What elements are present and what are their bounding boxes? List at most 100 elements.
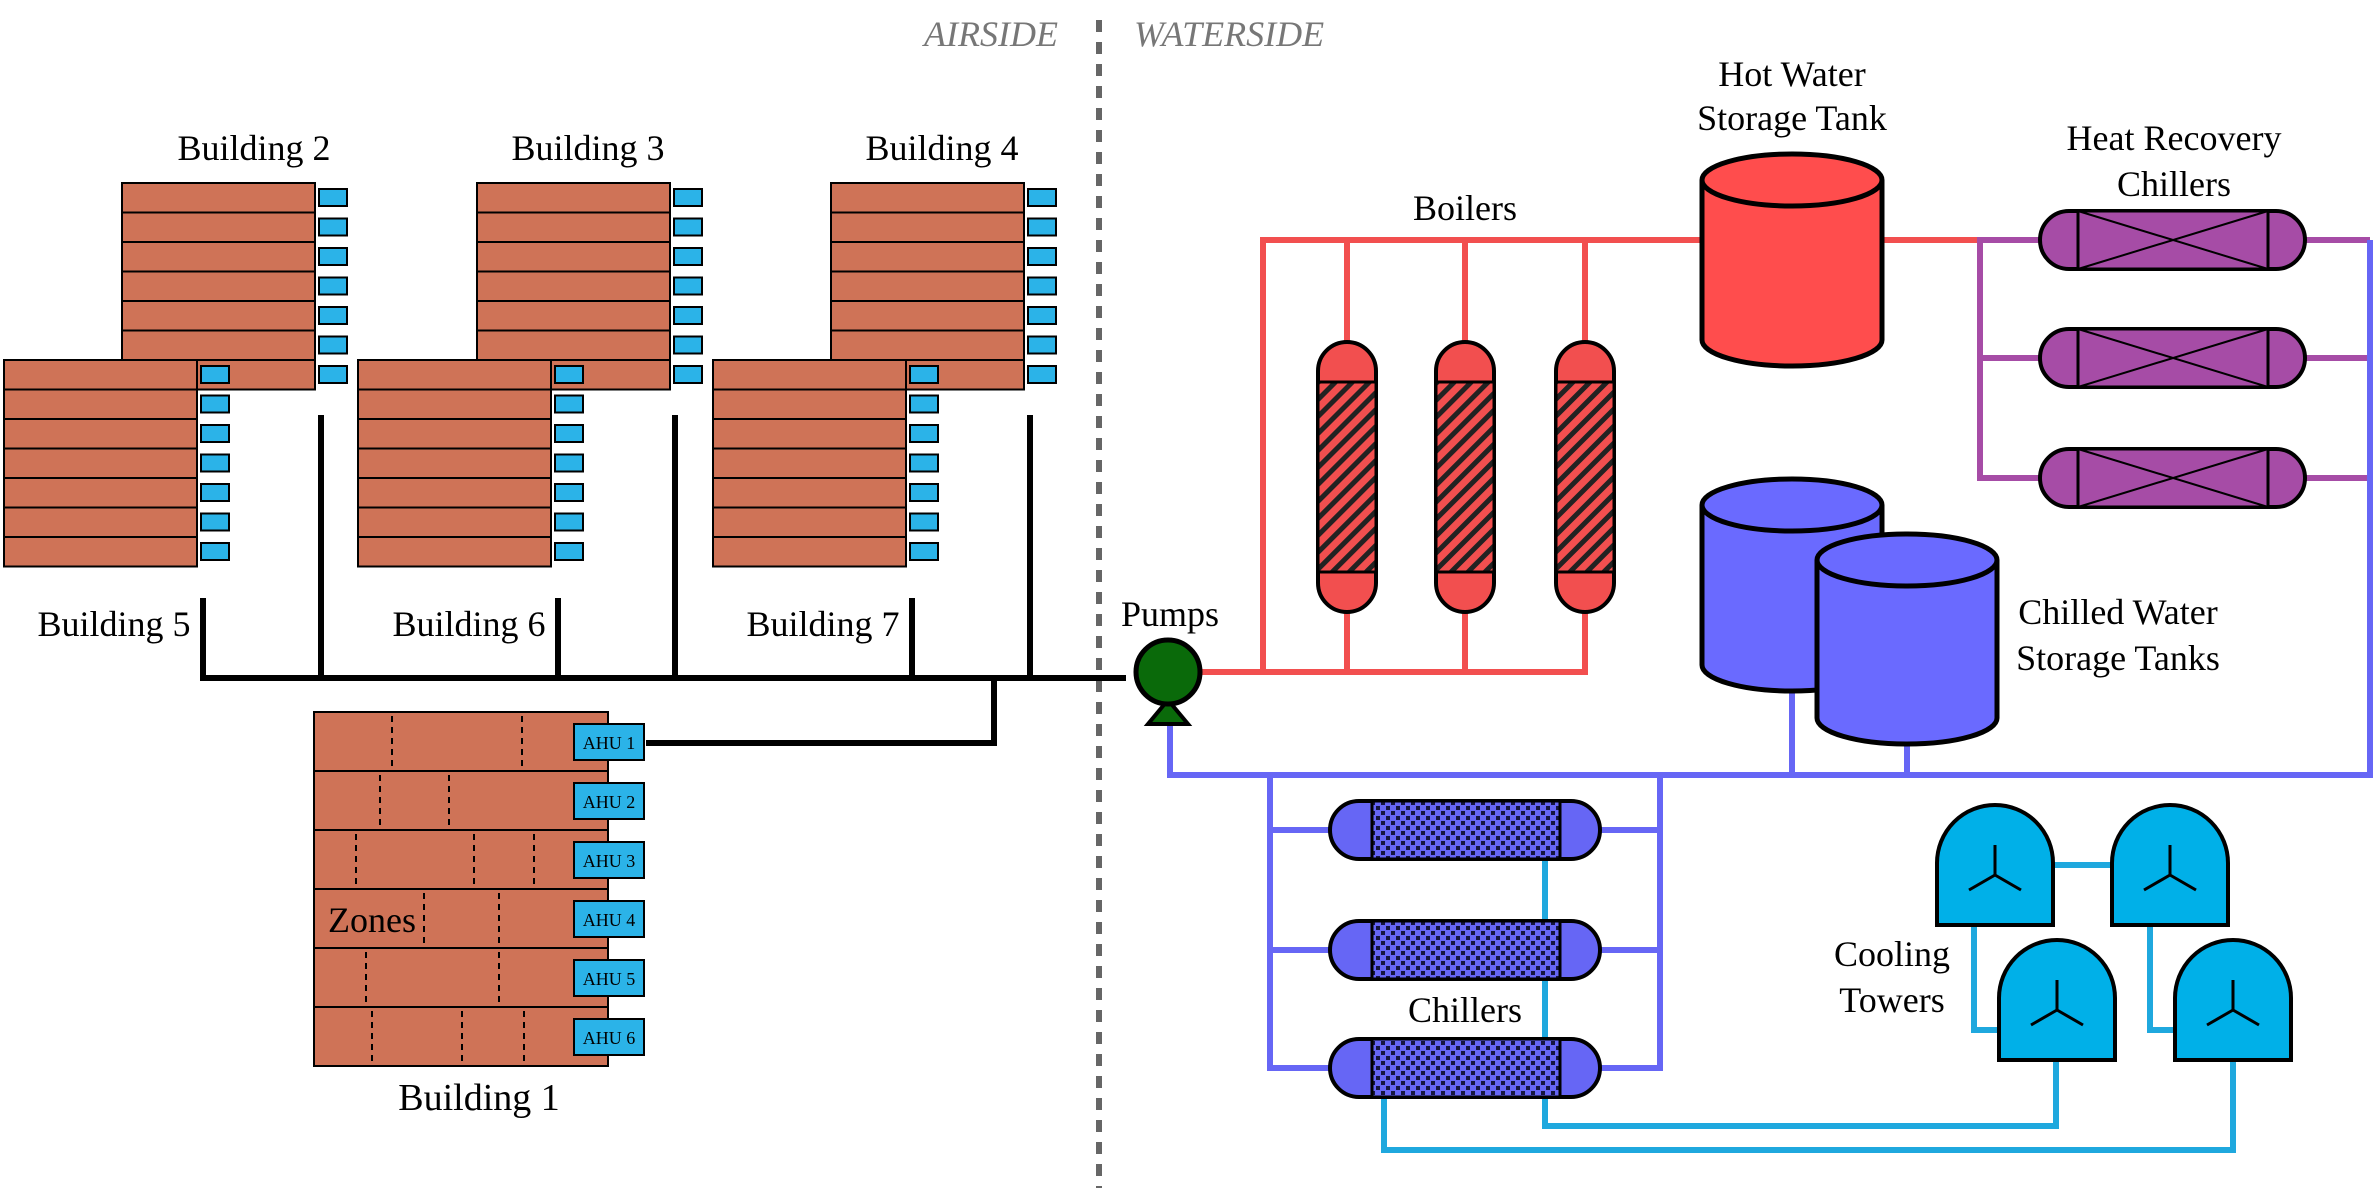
ahu-icon [909, 453, 939, 473]
floor [121, 182, 316, 214]
ahu-icon [909, 512, 939, 532]
ahu-icon [1027, 247, 1057, 266]
boiler-icon [1434, 340, 1496, 614]
chilled-tanks-label-line1: Chilled Water [2018, 592, 2217, 632]
ahu-icon [573, 1018, 645, 1056]
ahu-icon [1027, 217, 1057, 237]
ahu-icon [673, 247, 703, 266]
ahu-icon [554, 542, 584, 561]
airside-label: AIRSIDE [922, 14, 1058, 54]
cooling-towers-label-line1: Cooling [1834, 934, 1950, 974]
floor [476, 241, 671, 273]
cooling-tower-icon [1935, 803, 2055, 927]
floor [712, 536, 907, 568]
ahu-icon [200, 365, 230, 384]
ahu-icon [909, 483, 939, 502]
ahu-icon [200, 453, 230, 473]
ahu-icon [573, 959, 645, 997]
ahu-label: AHU 5 [583, 969, 636, 989]
floor [476, 182, 671, 214]
boilers-group [1316, 340, 1616, 614]
ahu-label: AHU 1 [583, 733, 636, 753]
chilled-water-loop [1167, 240, 2373, 1071]
floor [830, 329, 1025, 361]
ahu-icon [673, 306, 703, 325]
ahu-icon [554, 512, 584, 532]
heat-recovery-chillers-group [2038, 209, 2307, 509]
floor [357, 388, 552, 420]
floor [3, 536, 198, 568]
floor [3, 418, 198, 450]
floor [357, 359, 552, 391]
condenser-water-loop [1381, 860, 2236, 1153]
hot-water-tank-label-line2: Storage Tank [1697, 98, 1887, 138]
heat-recovery-label-line1: Heat Recovery [2067, 118, 2282, 158]
ahu-icon [673, 188, 703, 207]
building-1-label: Building 1 [398, 1077, 560, 1119]
floor [476, 211, 671, 243]
building-2 [121, 182, 348, 391]
boiler-icon [1554, 340, 1616, 614]
cooling-tower-icon [2110, 803, 2230, 927]
floor [712, 359, 907, 391]
building-3 [476, 182, 703, 391]
heat-recovery-chiller-icon [2038, 447, 2307, 509]
ahu-icon [554, 365, 584, 384]
floor [3, 447, 198, 479]
floor [313, 947, 609, 1008]
ahu-icon [673, 276, 703, 296]
floor [313, 829, 609, 890]
floor [3, 388, 198, 420]
ahu-icon [554, 483, 584, 502]
floor [357, 477, 552, 509]
heat-recovery-chiller-icon [2038, 209, 2307, 271]
ahu-icon [318, 335, 348, 355]
floor [313, 888, 609, 949]
floor [712, 418, 907, 450]
ahu-icon [200, 542, 230, 561]
building-3-label: Building 3 [511, 128, 664, 168]
building-4-label: Building 4 [865, 128, 1018, 168]
floor [476, 270, 671, 302]
ahu-label: AHU 3 [583, 851, 636, 871]
boiler-icon [1316, 340, 1378, 614]
chilled-water-storage-tank-front [1814, 531, 2000, 747]
ahu-icon [318, 276, 348, 296]
ahu-icon [909, 394, 939, 414]
ahu-icon [318, 247, 348, 266]
ahu-label: AHU 6 [583, 1028, 636, 1048]
floor [830, 241, 1025, 273]
floor [830, 182, 1025, 214]
cooling-towers-label-line2: Towers [1839, 980, 1944, 1020]
chillers-label: Chillers [1408, 990, 1522, 1030]
ahu-icon [554, 394, 584, 414]
buildings-back-row [121, 182, 1057, 391]
ahu-icon [573, 782, 645, 820]
ahu-icon [909, 542, 939, 561]
building-supply-bus [200, 415, 1126, 746]
ahu-icon [318, 365, 348, 384]
pump-icon [1133, 637, 1203, 726]
floor [830, 211, 1025, 243]
building-5 [3, 359, 230, 568]
floor [313, 711, 609, 772]
ahu-icon [1027, 306, 1057, 325]
ahu-icon [200, 483, 230, 502]
chiller-icon [1328, 799, 1602, 861]
floor [712, 447, 907, 479]
ahu-icon [1027, 188, 1057, 207]
floor [357, 447, 552, 479]
floor [712, 477, 907, 509]
building-6 [357, 359, 584, 568]
cooling-towers-group [1935, 803, 2293, 1062]
floor [476, 300, 671, 332]
floor [476, 329, 671, 361]
ahu-icon [909, 424, 939, 443]
floor [313, 770, 609, 831]
boilers-label: Boilers [1413, 188, 1517, 228]
floor [357, 418, 552, 450]
supply-pipe [646, 678, 997, 746]
chilled-tanks-label-line2: Storage Tanks [2016, 638, 2220, 678]
floor [3, 506, 198, 538]
cooling-tower-icon [2173, 938, 2293, 1062]
